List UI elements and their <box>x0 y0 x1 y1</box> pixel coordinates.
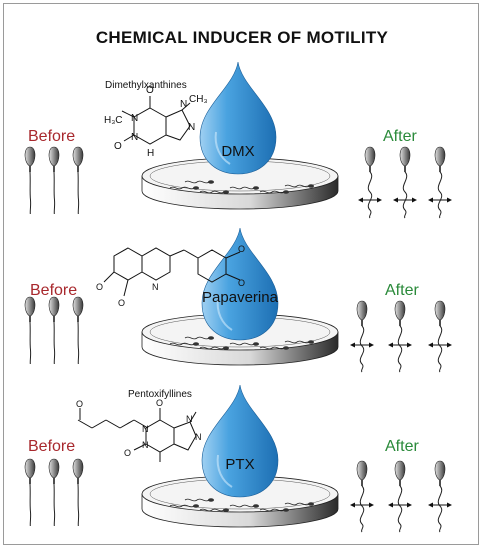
drug-label-2: Papaverina <box>202 289 278 306</box>
dimethylxanthine-atoms: O H₃C N O N H N CH₃ N <box>104 85 208 159</box>
before-sperm <box>24 458 36 527</box>
papaverine-structure <box>103 247 241 297</box>
svg-text:O: O <box>118 298 125 308</box>
before-sperm <box>24 146 36 215</box>
svg-text:N: N <box>180 99 187 110</box>
svg-text:O: O <box>114 141 122 152</box>
svg-text:O: O <box>124 448 131 458</box>
svg-text:O: O <box>76 399 83 409</box>
svg-text:O: O <box>96 282 103 292</box>
svg-text:O: O <box>238 278 245 288</box>
before-sperm <box>72 458 84 527</box>
before-sperm <box>24 296 36 365</box>
svg-text:O: O <box>156 398 163 408</box>
papaverine-atoms: N O O O O <box>96 244 245 308</box>
drug-droplet <box>201 384 279 498</box>
pentoxifylline-structure <box>77 408 197 462</box>
before-label-3: Before <box>28 438 76 455</box>
svg-text:N: N <box>152 282 159 292</box>
drug-label-3: PTX <box>225 456 255 473</box>
before-sperm <box>72 146 84 215</box>
figure-title: CHEMICAL INDUCER OF MOTILITY <box>95 28 389 47</box>
svg-text:N: N <box>142 440 149 450</box>
panel-2: N O O O O <box>24 227 453 373</box>
svg-text:O: O <box>238 244 245 254</box>
before-label-1: Before <box>28 128 76 145</box>
panel-1: O H₃C N O N H N CH₃ N <box>24 61 453 219</box>
svg-text:H₃C: H₃C <box>104 115 123 126</box>
dimethylxanthine-structure <box>121 96 191 145</box>
after-label-1: After <box>383 128 417 145</box>
before-sperm <box>48 146 60 215</box>
before-sperm <box>72 296 84 365</box>
compound-label-1: Dimethylxanthines <box>105 80 187 91</box>
svg-text:H: H <box>147 148 154 159</box>
svg-text:O: O <box>146 85 154 96</box>
before-sperm <box>48 296 60 365</box>
compound-label-3: Pentoxifyllines <box>128 389 192 400</box>
after-sperm-group <box>357 146 453 219</box>
figure-frame <box>3 3 479 545</box>
after-sperm-group <box>349 460 453 533</box>
svg-text:N: N <box>186 414 193 424</box>
svg-text:N: N <box>195 432 202 442</box>
before-label-2: Before <box>30 282 78 299</box>
svg-text:N: N <box>188 122 195 133</box>
svg-text:N: N <box>142 424 149 434</box>
after-label-2: After <box>385 282 419 299</box>
after-sperm-group <box>349 300 453 373</box>
svg-text:N: N <box>131 113 138 124</box>
drug-label-1: DMX <box>221 143 255 160</box>
panel-3: O O N O N N N <box>24 384 453 533</box>
after-label-3: After <box>385 438 419 455</box>
svg-text:N: N <box>131 132 138 143</box>
svg-text:CH₃: CH₃ <box>189 94 208 105</box>
before-sperm <box>48 458 60 527</box>
pentoxifylline-atoms: O O N O N N N <box>76 398 202 458</box>
